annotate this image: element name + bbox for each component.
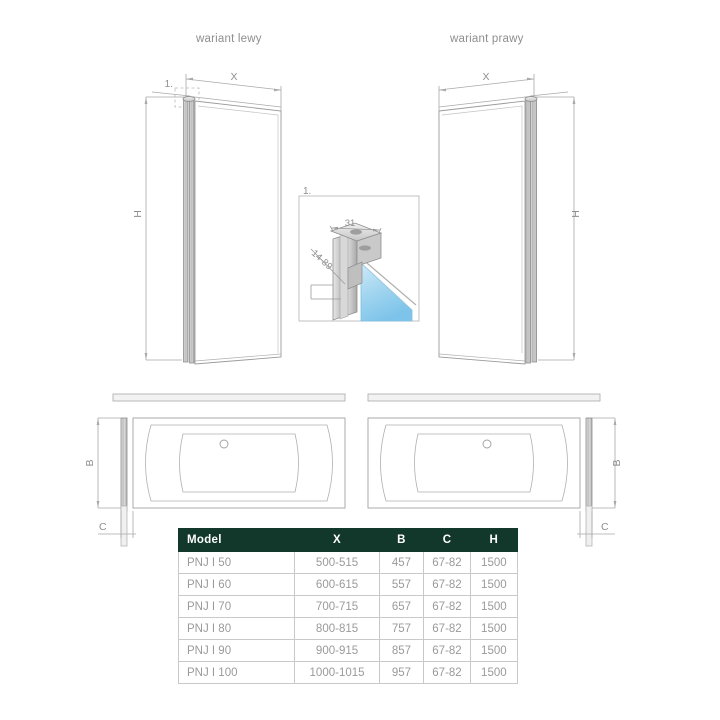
table-cell-model: PNJ I 60 <box>177 573 296 596</box>
left-glass-inner-edge <box>197 105 279 353</box>
table-cell-x: 900-915 <box>294 639 380 662</box>
right-variant-label: wariant prawy <box>450 33 524 45</box>
table-header-model: Model <box>177 528 296 552</box>
table-cell-model: PNJ I 90 <box>177 639 296 662</box>
right-dim-x-label: X <box>482 71 489 83</box>
right-dim-b-label: B <box>611 459 623 466</box>
left-dim-c <box>98 511 136 538</box>
detail-dim-31-label: 31 <box>345 218 356 229</box>
table-cell-c: 67-82 <box>423 639 471 662</box>
right-drain-icon <box>482 439 492 449</box>
table-cell-x: 700-715 <box>294 595 380 618</box>
table-cell-model: PNJ I 100 <box>177 661 296 684</box>
right-bathtub-plan: B C <box>367 393 623 547</box>
table-cell-x: 500-515 <box>294 551 380 574</box>
left-profile-cap <box>182 96 196 102</box>
left-dim-c-label: C <box>99 521 107 533</box>
table-cell-b: 657 <box>378 595 425 618</box>
table-cell-c: 67-82 <box>423 551 471 574</box>
table-header-c: C <box>423 528 471 552</box>
left-dim-h-label: H <box>132 210 144 218</box>
left-dim-h <box>144 96 186 361</box>
table-cell-b: 457 <box>378 551 425 574</box>
left-variant-elevation: X 1. H <box>132 71 282 365</box>
table-cell-model: PNJ I 50 <box>177 551 296 574</box>
right-plan-profile <box>585 417 593 512</box>
right-dim-h-label: H <box>570 210 582 218</box>
right-wall-profile <box>524 96 538 364</box>
right-dim-c-label: C <box>601 521 609 533</box>
right-glass-panel <box>438 100 526 365</box>
left-glass-panel <box>194 100 282 365</box>
table-cell-b: 557 <box>378 573 425 596</box>
right-glass-inner-edge <box>441 105 523 353</box>
right-dim-b <box>592 417 617 509</box>
detail-dim-range-leaders <box>310 248 346 300</box>
table-cell-x: 800-815 <box>294 617 380 640</box>
table-cell-x: 600-615 <box>294 573 380 596</box>
table-header-x: X <box>294 528 380 552</box>
table-cell-b: 857 <box>378 639 425 662</box>
table-cell-b: 957 <box>378 661 425 684</box>
right-profile-cap <box>524 96 538 102</box>
table-cell-b: 757 <box>378 617 425 640</box>
table-cell-c: 67-82 <box>423 595 471 618</box>
table-header-b: B <box>378 528 425 552</box>
left-variant-label: wariant lewy <box>196 33 262 45</box>
left-bathtub-plan: B C <box>84 393 346 547</box>
detail-dim-31 <box>329 225 382 234</box>
right-dim-c <box>577 511 615 538</box>
table-cell-h: 1500 <box>469 617 519 640</box>
table-cell-h: 1500 <box>469 639 519 662</box>
left-dim-b-label: B <box>84 459 96 466</box>
table-cell-h: 1500 <box>469 595 519 618</box>
table-cell-c: 67-82 <box>423 617 471 640</box>
detail-callout-label: 1. <box>303 186 311 197</box>
table-cell-h: 1500 <box>469 573 519 596</box>
table-header-h: H <box>469 528 519 552</box>
table-cell-c: 67-82 <box>423 573 471 596</box>
left-wall-profile <box>182 96 196 364</box>
table-cell-model: PNJ I 80 <box>177 617 296 640</box>
table-cell-model: PNJ I 70 <box>177 595 296 618</box>
table-header-row: Model X B C H <box>177 528 519 552</box>
left-plan-profile <box>120 417 128 512</box>
left-dim-b <box>96 417 121 509</box>
table-cell-x: 1000-1015 <box>294 661 380 684</box>
detail-inset: 1. <box>298 186 420 322</box>
table-cell-h: 1500 <box>469 551 519 574</box>
right-dim-h <box>534 96 576 361</box>
left-callout-label: 1. <box>165 79 173 90</box>
table-cell-c: 67-82 <box>423 661 471 684</box>
table-cell-h: 1500 <box>469 661 519 684</box>
right-variant-elevation: X H <box>438 71 582 365</box>
left-dim-x-label: X <box>230 71 237 83</box>
left-drain-icon <box>219 439 229 449</box>
